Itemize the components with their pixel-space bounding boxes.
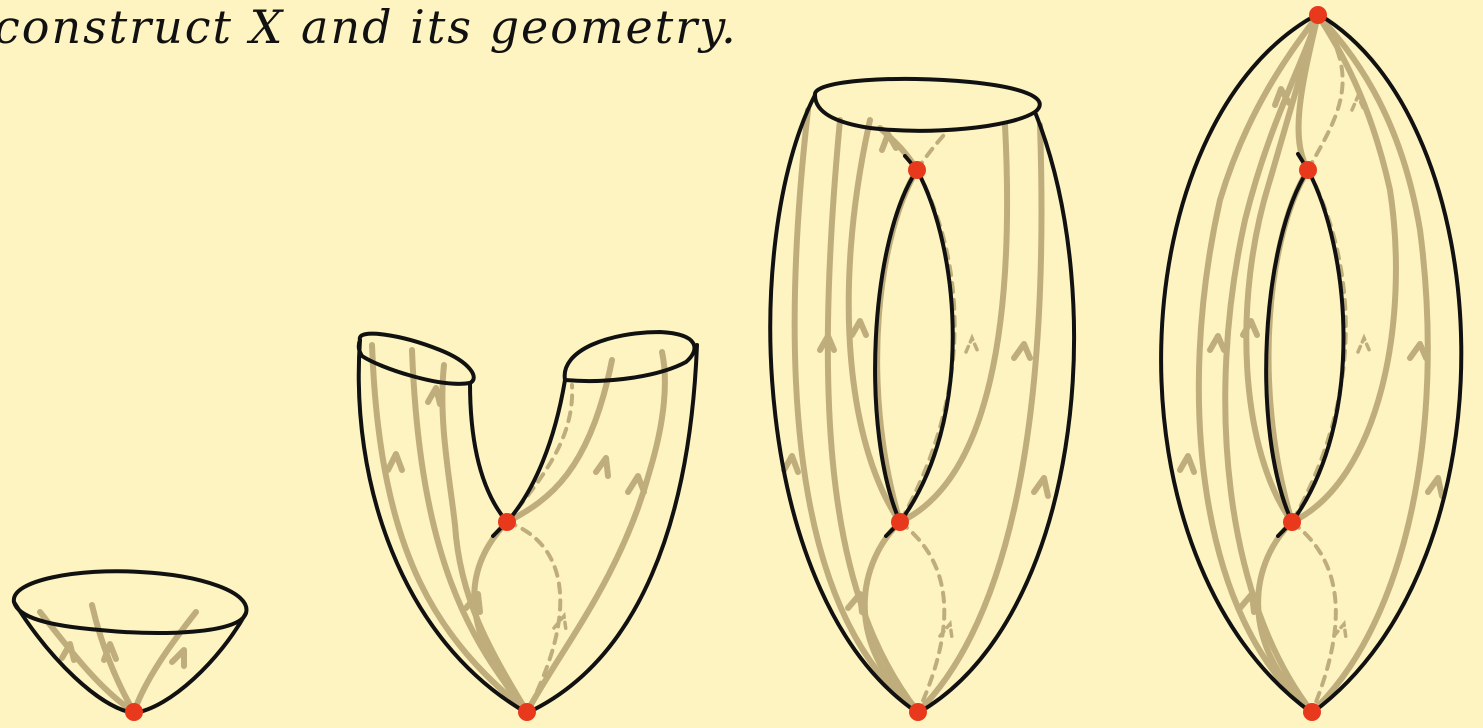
critical-point-3c: [909, 703, 927, 721]
critical-point-4c: [1283, 513, 1301, 531]
critical-point-4d: [1303, 703, 1321, 721]
critical-point-3b: [891, 513, 909, 531]
critical-point-4b: [1299, 161, 1317, 179]
critical-point-2a: [498, 513, 516, 531]
critical-point-1a: [125, 703, 143, 721]
surface-pants: [359, 332, 697, 721]
surface-punctured-torus: [770, 79, 1074, 721]
surface-disk: [14, 571, 247, 721]
critical-point-2b: [518, 703, 536, 721]
critical-point-4a: [1309, 6, 1327, 24]
surface-torus: [1161, 6, 1461, 721]
critical-point-3a: [908, 161, 926, 179]
